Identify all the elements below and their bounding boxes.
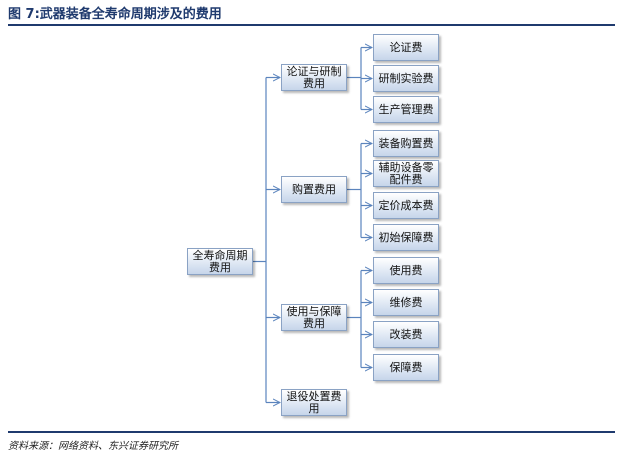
item-node: 装备购置费 bbox=[373, 130, 439, 157]
figure-title: 图 7:武器装备全寿命周期涉及的费用 bbox=[8, 7, 222, 22]
category-node-rd: 论证与研制 费用 bbox=[281, 64, 347, 91]
item-node: 使用费 bbox=[373, 257, 439, 284]
item-node: 研制实验费 bbox=[373, 65, 439, 92]
item-node: 论证费 bbox=[373, 34, 439, 61]
title-divider bbox=[8, 24, 615, 26]
item-node: 初始保障费 bbox=[373, 224, 439, 251]
category-node-use-support: 使用与保障 费用 bbox=[281, 304, 347, 331]
footer-divider bbox=[8, 431, 615, 433]
item-node: 维修费 bbox=[373, 289, 439, 316]
source-note: 资料来源：网络资料、东兴证券研究所 bbox=[8, 441, 178, 452]
item-node: 生产管理费 bbox=[373, 96, 439, 123]
category-node-purchase: 购置费用 bbox=[281, 176, 347, 203]
item-node: 保障费 bbox=[373, 354, 439, 381]
root-node: 全寿命周期 费用 bbox=[187, 248, 253, 275]
category-node-disposal: 退役处置费 用 bbox=[281, 389, 347, 416]
item-node: 定价成本费 bbox=[373, 192, 439, 219]
item-node: 改装费 bbox=[373, 321, 439, 348]
item-node: 辅助设备零 配件费 bbox=[373, 160, 439, 187]
